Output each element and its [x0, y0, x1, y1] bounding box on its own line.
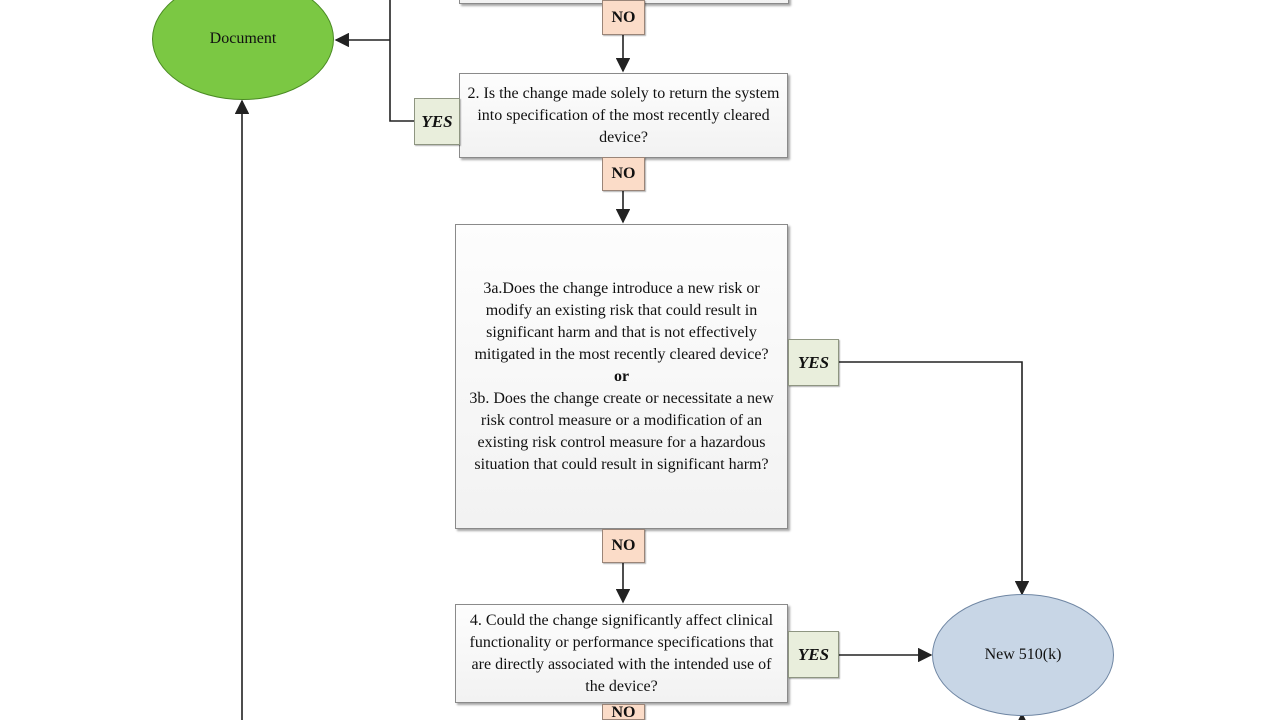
yes-label: YES: [797, 644, 830, 664]
question-2-box: 2. Is the change made solely to return t…: [459, 73, 788, 158]
document-terminal: Document: [152, 0, 334, 100]
new-510k-terminal: New 510(k): [932, 594, 1114, 716]
document-label: Document: [209, 30, 277, 47]
no-label: NO: [611, 165, 636, 182]
no-label: NO: [611, 8, 636, 26]
question-3-box: 3a.Does the change introduce a new risk …: [455, 224, 788, 529]
connector-q3-yes: [838, 361, 1030, 596]
connector-q2-yes: [389, 40, 414, 122]
yes-tag-q3: YES: [788, 339, 839, 386]
question-4-text: 4. Could the change significantly affect…: [469, 611, 774, 695]
no-tag-3: NO: [602, 529, 645, 563]
no-label: NO: [611, 704, 636, 720]
question-2-text: 2. Is the change made solely to return t…: [467, 84, 780, 146]
no-label: NO: [611, 537, 636, 554]
no-tag-1: NO: [602, 0, 645, 35]
no-tag-2: NO: [602, 157, 645, 191]
question-3a-text: 3a.Does the change introduce a new risk …: [474, 279, 769, 363]
question-3-text: 3a.Does the change introduce a new risk …: [456, 278, 787, 476]
question-3b-text: 3b. Does the change create or necessitat…: [469, 389, 774, 473]
yes-label: YES: [421, 111, 453, 131]
question-3-or-text: or: [613, 367, 630, 385]
yes-label: YES: [797, 352, 830, 372]
yes-tag-q4: YES: [788, 631, 839, 678]
question-4-box: 4. Could the change significantly affect…: [455, 604, 788, 703]
new-510k-label: New 510(k): [984, 646, 1062, 663]
yes-tag-q2: YES: [414, 98, 460, 145]
no-tag-4: NO: [602, 704, 645, 720]
